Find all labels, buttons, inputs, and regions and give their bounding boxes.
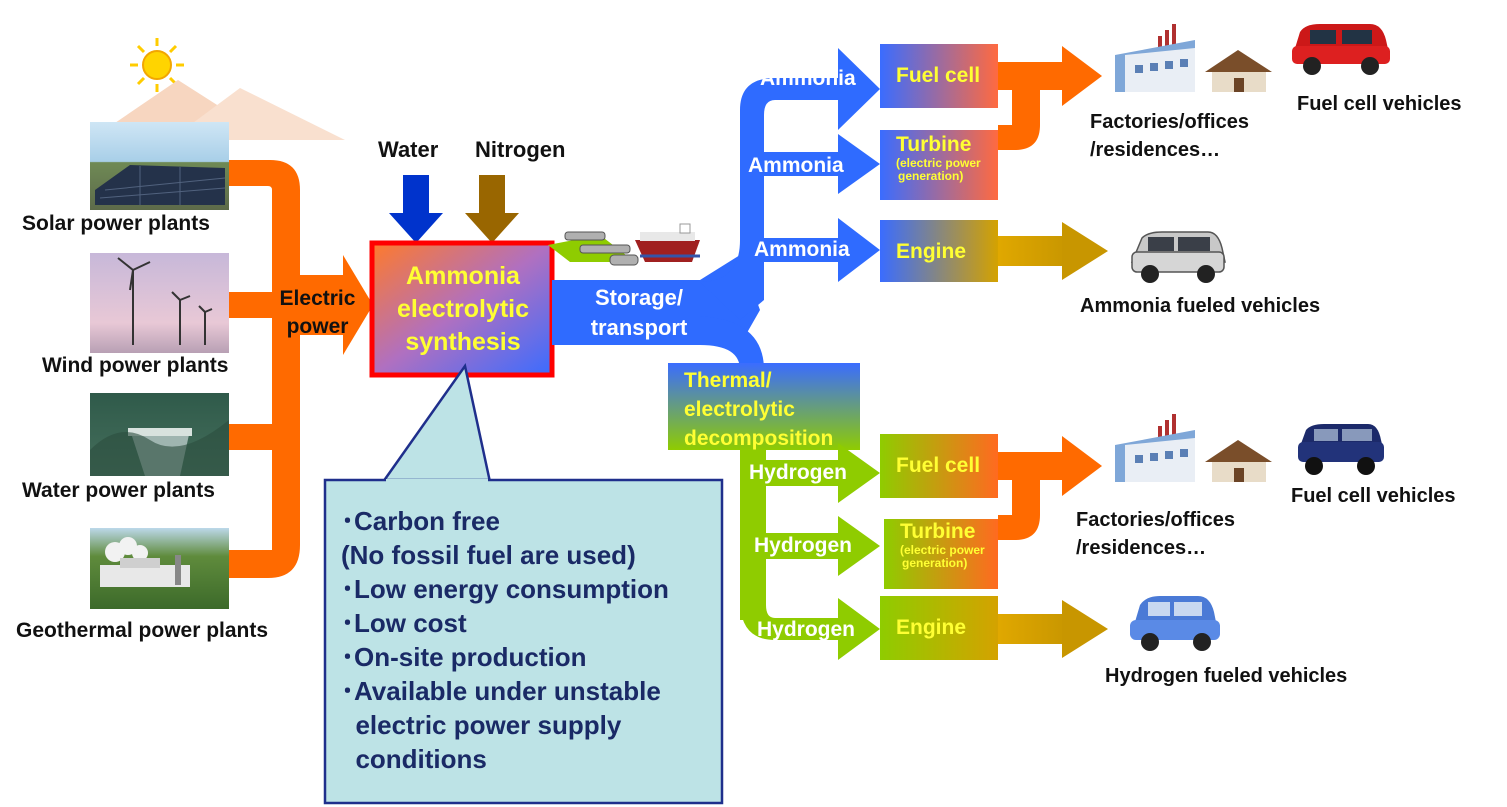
hydrogen-turbine-box bbox=[884, 519, 998, 589]
decomposition-line-2: electrolytic bbox=[684, 398, 795, 421]
hydrogen-power-output-arrow bbox=[998, 436, 1102, 540]
ammonia-turbine-box bbox=[880, 130, 998, 200]
synthesis-line-1: Ammonia bbox=[406, 262, 520, 290]
callout-box bbox=[323, 478, 724, 805]
benefit-item: ･Low cost bbox=[341, 608, 467, 638]
blue-car-icon bbox=[1130, 596, 1220, 651]
synthesis-line-3: synthesis bbox=[405, 328, 521, 356]
ammonia-fuel-cell-box bbox=[880, 44, 998, 108]
hydrogen-engine-label: Engine bbox=[896, 616, 966, 640]
factory-icon bbox=[1115, 414, 1195, 482]
ammonia-fc-vehicles-label: Fuel cell vehicles bbox=[1297, 93, 1462, 115]
solar-label: Solar power plants bbox=[22, 212, 210, 235]
electric-power-arrow bbox=[229, 160, 373, 578]
wind-plant-image bbox=[90, 253, 229, 353]
ammonia-label-2: Ammonia bbox=[748, 154, 844, 177]
ammonia-turbine-sub-1: (electric power bbox=[896, 156, 981, 170]
ammonia-users-label: Factories/offices /residences… bbox=[1090, 108, 1249, 164]
tanker-ship-icon bbox=[635, 223, 700, 262]
geothermal-plant-image bbox=[90, 528, 229, 609]
wind-label: Wind power plants bbox=[42, 354, 229, 377]
ammonia-engine-box bbox=[880, 220, 998, 282]
hydrogen-label-3: Hydrogen bbox=[757, 618, 856, 641]
hydrogen-label-2: Hydrogen bbox=[754, 534, 853, 557]
benefit-item: ･Carbon free bbox=[341, 506, 500, 536]
hydrogen-users-line-1: Factories/offices bbox=[1076, 509, 1235, 531]
pipeline-icon bbox=[548, 231, 639, 266]
water-label: Water power plants bbox=[22, 479, 215, 502]
hydrogen-turbine-text: Turbine bbox=[900, 520, 976, 543]
callout-pointer bbox=[380, 362, 492, 484]
ammonia-power-output-arrow bbox=[998, 46, 1102, 150]
hydrogen-label-1: Hydrogen bbox=[749, 461, 848, 484]
ammonia-users-line-2: /residences… bbox=[1090, 139, 1221, 161]
hydrogen-users-line-2: /residences… bbox=[1076, 537, 1207, 559]
hydrogen-fuel-cell-label: Fuel cell bbox=[896, 454, 980, 478]
house-icon bbox=[1205, 440, 1272, 482]
ammonia-users-line-1: Factories/offices bbox=[1090, 111, 1249, 133]
benefit-item: ･On-site production bbox=[341, 642, 587, 672]
hydrogen-turbine-sub-1: (electric power bbox=[900, 543, 985, 557]
water-arrow bbox=[389, 175, 443, 243]
hydrogen-engine-text: Engine bbox=[896, 616, 967, 639]
ammonia-turbine-text: Turbine bbox=[896, 133, 972, 156]
ammonia-engine-output-arrow bbox=[998, 222, 1108, 280]
benefit-item: conditions bbox=[341, 744, 487, 774]
synthesis-line-2: electrolytic bbox=[396, 295, 529, 323]
benefits-callout: ･Carbon free (No fossil fuel are used) ･… bbox=[325, 480, 722, 803]
hydrogen-turbine-sub-2: generation) bbox=[902, 556, 968, 570]
storage-line-2: transport bbox=[590, 315, 688, 340]
hydrogen-users-label: Factories/offices /residences… bbox=[1076, 506, 1235, 562]
electric-power-line-2: power bbox=[286, 315, 349, 338]
decomposition-box bbox=[668, 363, 860, 450]
storage-transport-arrow bbox=[552, 48, 880, 370]
storage-line-1: Storage/ bbox=[594, 285, 684, 310]
nitrogen-arrow bbox=[465, 175, 519, 243]
ammonia-turbine-sub-2: generation) bbox=[898, 169, 964, 183]
hydrogen-fuel-cell-text: Fuel cell bbox=[896, 454, 981, 477]
decomposition-line-3: decomposition bbox=[684, 427, 834, 450]
ammonia-fueled-vehicles-label: Ammonia fueled vehicles bbox=[1080, 295, 1321, 317]
storage-label: Storage/ transport bbox=[585, 283, 693, 343]
decomposition-line-1: Thermal/ bbox=[684, 369, 772, 392]
navy-suv-icon bbox=[1298, 424, 1384, 475]
red-car-icon bbox=[1292, 24, 1390, 75]
hydrogen-fuel-cell-box bbox=[880, 434, 998, 498]
hydrogen-fueled-vehicles-label: Hydrogen fueled vehicles bbox=[1105, 665, 1348, 687]
hydrogen-turbine-label: Turbine (electric power generation) bbox=[900, 520, 985, 570]
hydrogen-engine-output-arrow bbox=[998, 600, 1108, 658]
solar-plant-image bbox=[90, 122, 229, 210]
ammonia-engine-text: Engine bbox=[896, 240, 967, 263]
water-plant-image bbox=[90, 393, 229, 476]
hydrogen-branch-arrow bbox=[740, 443, 880, 660]
house-icon bbox=[1205, 50, 1272, 92]
benefit-item: (No fossil fuel are used) bbox=[341, 540, 636, 570]
ammonia-label-1: Ammonia bbox=[760, 67, 856, 90]
benefit-item: ･Available under unstable bbox=[341, 676, 661, 706]
synthesis-box bbox=[369, 240, 555, 378]
benefit-item: ･Low energy consumption bbox=[341, 574, 669, 604]
synthesis-label: Ammonia electrolytic synthesis bbox=[378, 260, 548, 359]
decomposition-label: Thermal/ electrolytic decomposition bbox=[684, 366, 833, 453]
electric-power-label: Electric power bbox=[270, 285, 365, 341]
ammonia-fuel-cell-label: Fuel cell bbox=[896, 64, 980, 88]
water-input-label: Water bbox=[378, 137, 439, 162]
ammonia-label-3: Ammonia bbox=[754, 238, 850, 261]
silver-suv-icon bbox=[1130, 231, 1226, 283]
geothermal-label: Geothermal power plants bbox=[16, 619, 269, 642]
ammonia-turbine-label: Turbine (electric power generation) bbox=[896, 133, 981, 183]
benefits-list: ･Carbon free (No fossil fuel are used) ･… bbox=[325, 480, 722, 776]
factory-icon bbox=[1115, 24, 1195, 92]
ammonia-fuel-cell-text: Fuel cell bbox=[896, 64, 981, 87]
sun-icon bbox=[130, 38, 184, 92]
nitrogen-input-label: Nitrogen bbox=[475, 137, 566, 162]
benefit-item: electric power supply bbox=[341, 710, 622, 740]
hydrogen-engine-box bbox=[880, 596, 998, 660]
electric-power-line-1: Electric bbox=[279, 287, 356, 310]
hydrogen-fc-vehicles-label: Fuel cell vehicles bbox=[1291, 485, 1456, 507]
ammonia-engine-label: Engine bbox=[896, 240, 966, 264]
